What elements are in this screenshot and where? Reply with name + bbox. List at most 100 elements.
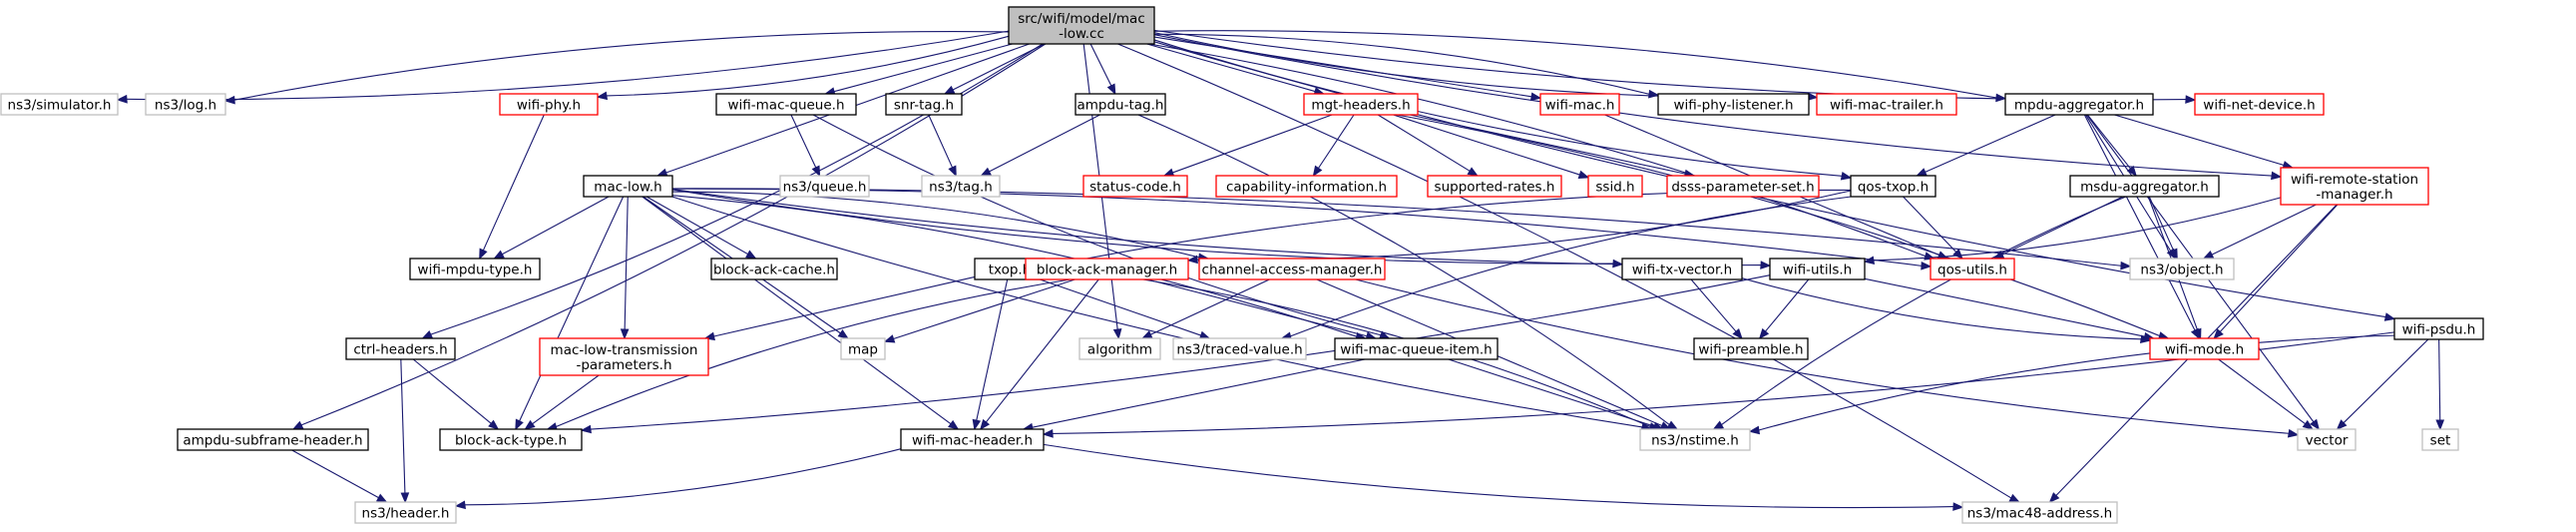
node-msduaggregator[interactable]: msdu-aggregator.h (2069, 175, 2220, 198)
arrowhead-root-to-wifipsdu (2383, 312, 2396, 321)
node-tracedvalue-label: ns3/traced-value.h (1176, 342, 1302, 358)
node-ssid[interactable]: ssid.h (1587, 175, 1643, 198)
arrowhead-msduaggregator-to-nsnstime (1712, 420, 1725, 430)
node-remotestation[interactable]: wifi-remote-station-manager.h (2280, 167, 2429, 206)
arrowhead-wifimacheader-to-nsheader (454, 500, 466, 510)
node-wifimpdutype[interactable]: wifi-mpdu-type.h (409, 258, 541, 280)
node-algorithm-box (1078, 337, 1161, 360)
arrowhead-wifiphy-to-wifimpdutype (479, 248, 488, 261)
node-root-box (1008, 6, 1155, 45)
arrowhead-root-to-remotestation (2271, 171, 2283, 181)
node-vector-box (2297, 428, 2357, 451)
node-wifiutils-label: wifi-utils.h (1783, 263, 1852, 278)
node-snrtag-label: snr-tag.h (894, 98, 954, 114)
node-wifinetdevice-label: wifi-net-device.h (2203, 98, 2315, 114)
node-supportedrates[interactable]: supported-rates.h (1427, 175, 1562, 198)
node-ampdusubframe-box (177, 428, 369, 451)
arrowhead-root-to-snrtag (943, 85, 956, 95)
arrowhead-root-to-wifinetdevice (2185, 95, 2197, 104)
node-blockackmanager-box (1025, 258, 1189, 280)
edge-msduaggregator-to-nsobject (2148, 196, 2175, 252)
node-wifimac[interactable]: wifi-mac.h (1539, 93, 1620, 116)
node-ampdutag-label: ampdu-tag.h (1077, 98, 1164, 114)
node-wifipreamble-box (1693, 337, 1809, 360)
arrowhead-remotestation-to-nsmac48 (2048, 492, 2060, 503)
node-dsss[interactable]: dsss-parameter-set.h (1666, 175, 1820, 198)
arrowhead-channelaccess-to-algorithm (1140, 330, 1153, 339)
node-wifitxvector[interactable]: wifi-tx-vector.h (1621, 258, 1743, 280)
node-ampdutag[interactable]: ampdu-tag.h (1074, 93, 1166, 116)
arrowhead-maclow-to-wifitxvector (1612, 259, 1624, 268)
node-nsobject: ns3/object.h (2129, 258, 2235, 280)
edge-channelaccess-to-algorithm (1150, 278, 1270, 335)
node-channelaccess[interactable]: channel-access-manager.h (1198, 258, 1386, 280)
edge-ctrlheaders-to-blockacktype (412, 358, 492, 424)
arrowhead-root-to-algorithm (1112, 328, 1122, 340)
node-supportedrates-label: supported-rates.h (1435, 180, 1555, 196)
node-root-label: -low.cc (1059, 26, 1104, 42)
node-mpduaggregator[interactable]: mpdu-aggregator.h (2004, 93, 2154, 116)
node-snrtag[interactable]: snr-tag.h (885, 93, 963, 116)
edge-macqueueitem-to-wifimacheader (1032, 358, 1366, 428)
node-blockackmanager[interactable]: block-ack-manager.h (1025, 258, 1189, 280)
node-qostxop[interactable]: qos-txop.h (1850, 175, 1936, 198)
node-ampdusubframe[interactable]: ampdu-subframe-header.h (177, 428, 369, 451)
node-wifitxvector-label: wifi-tx-vector.h (1632, 263, 1732, 278)
arrowhead-wifipsdu-to-nsnstime (1748, 425, 1761, 435)
node-qosutils[interactable]: qos-utils.h (1930, 258, 2015, 280)
node-wifimactrailer[interactable]: wifi-mac-trailer.h (1816, 93, 1957, 116)
node-wifiphylistener[interactable]: wifi-phy-listener.h (1657, 93, 1810, 116)
node-mgtheaders[interactable]: mgt-headers.h (1303, 93, 1419, 116)
node-algorithm-label: algorithm (1087, 342, 1152, 358)
node-statuscode[interactable]: status-code.h (1082, 175, 1188, 198)
node-nsobject-box (2129, 258, 2235, 280)
edge-mpduaggregator-to-remotestation (2114, 114, 2285, 166)
node-macqueueitem[interactable]: wifi-mac-queue-item.h (1334, 337, 1499, 360)
arrowhead-maclow-to-nsobject (2120, 261, 2132, 270)
node-wifimacheader[interactable]: wifi-mac-header.h (900, 428, 1045, 451)
arrowhead-wifipsdu-to-vector (2336, 419, 2348, 430)
edge-mgtheaders-to-ssid (1393, 114, 1580, 176)
node-remotestation-label: wifi-remote-station (2291, 172, 2418, 188)
node-log: ns3/log.h (145, 93, 226, 116)
edge-wifiutils-to-wifipreamble (1765, 278, 1810, 332)
node-wifinetdevice[interactable]: wifi-net-device.h (2194, 93, 2325, 116)
node-wifiutils[interactable]: wifi-utils.h (1769, 258, 1866, 280)
node-wifipreamble[interactable]: wifi-preamble.h (1693, 337, 1809, 360)
node-wifipsdu[interactable]: wifi-psdu.h (2393, 317, 2484, 340)
node-wifipsdu-label: wifi-psdu.h (2402, 322, 2476, 338)
node-maclow[interactable]: mac-low.h (583, 175, 673, 198)
arrowhead-wifimacqueue-to-nsqueue (811, 165, 821, 178)
edge-maclow-to-blockackcache (645, 196, 748, 256)
node-nsqueue-box (779, 175, 870, 198)
node-root[interactable]: src/wifi/model/mac-low.cc (1008, 6, 1155, 45)
arrowhead-maclow-to-maclowtx (620, 328, 630, 340)
node-capinfo[interactable]: capability-information.h (1215, 175, 1398, 198)
node-qosutils-box (1930, 258, 2015, 280)
node-wifiphy[interactable]: wifi-phy.h (499, 93, 599, 116)
arrowhead-blockackmanager-to-wifimacheader (979, 418, 991, 431)
node-wifimacheader-box (900, 428, 1045, 451)
arrowhead-ctrlheaders-to-blockacktype (488, 419, 500, 430)
node-ssid-box (1587, 175, 1643, 198)
node-blockackcache[interactable]: block-ack-cache.h (710, 258, 838, 280)
node-ctrlheaders[interactable]: ctrl-headers.h (345, 337, 456, 360)
node-simulator: ns3/simulator.h (0, 93, 119, 116)
arrowhead-wifitxvector-to-wifipreamble (1732, 327, 1743, 340)
node-mpduaggregator-label: mpdu-aggregator.h (2014, 98, 2144, 114)
node-wifimode[interactable]: wifi-mode.h (2149, 337, 2260, 360)
node-wifimacqueue[interactable]: wifi-mac-queue.h (715, 93, 857, 116)
arrowhead-wifiutils-to-wifipreamble (1758, 327, 1770, 340)
edge-remotestation-to-nsobject (2211, 204, 2317, 256)
node-blockacktype[interactable]: block-ack-type.h (439, 428, 583, 451)
node-txop-label: txop.h (989, 263, 1032, 278)
node-nsnstime-box (1639, 428, 1751, 451)
node-nsobject-label: ns3/object.h (2140, 263, 2223, 278)
node-wifiphylistener-label: wifi-phy-listener.h (1673, 98, 1793, 114)
edge-root-to-wifiphy (606, 35, 1010, 97)
node-blockacktype-label: block-ack-type.h (455, 433, 567, 449)
node-map-box (840, 337, 886, 360)
node-maclowtx[interactable]: mac-low-transmission-parameters.h (539, 337, 709, 376)
edge-ampdusubframe-to-nsheader (291, 449, 379, 499)
node-blockackmanager-label: block-ack-manager.h (1037, 263, 1177, 278)
